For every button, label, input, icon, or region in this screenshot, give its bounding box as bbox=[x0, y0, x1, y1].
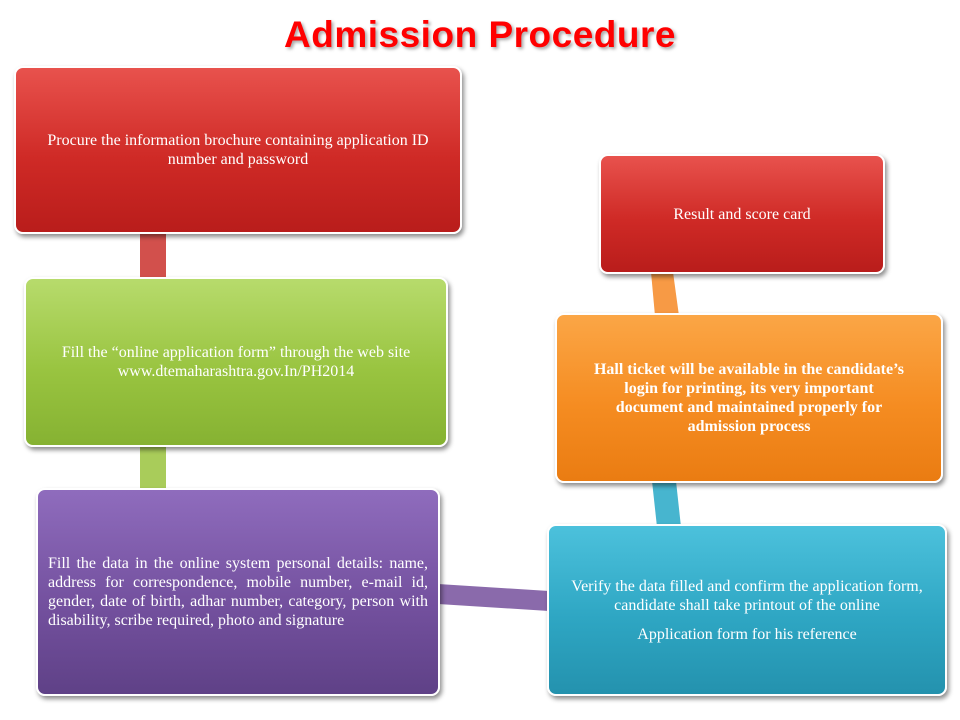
step-procure-brochure: Procure the information brochure contain… bbox=[14, 66, 462, 234]
connector-hall-to-result bbox=[651, 272, 679, 316]
step-hall-ticket-text: Hall ticket will be available in the can… bbox=[593, 361, 905, 435]
step-fill-online-form: Fill the “online application form” throu… bbox=[24, 277, 448, 447]
step-result-text: Result and score card bbox=[673, 205, 811, 223]
step-verify-text-1: Verify the data filled and confirm the a… bbox=[571, 577, 923, 614]
step-verify-and-print: Verify the data filled and confirm the a… bbox=[547, 524, 947, 696]
step-fill-form-text: Fill the “online application form” throu… bbox=[61, 344, 411, 380]
step-procure-text: Procure the information brochure contain… bbox=[47, 132, 429, 168]
step-verify-text-2: Application form for his reference bbox=[637, 625, 857, 643]
connector-procure-to-form bbox=[140, 232, 166, 280]
step-hall-ticket: Hall ticket will be available in the can… bbox=[555, 313, 943, 483]
step-result-score-card: Result and score card bbox=[599, 154, 885, 274]
step-verify-text-group: Verify the data filled and confirm the a… bbox=[563, 577, 931, 644]
step-fill-data-text: Fill the data in the online system perso… bbox=[48, 555, 428, 629]
connector-data-to-verify bbox=[438, 584, 549, 611]
connector-form-to-data bbox=[140, 445, 166, 491]
page-title: Admission Procedure bbox=[284, 14, 676, 55]
step-fill-personal-data: Fill the data in the online system perso… bbox=[36, 488, 440, 696]
connector-verify-to-hall bbox=[652, 481, 681, 527]
